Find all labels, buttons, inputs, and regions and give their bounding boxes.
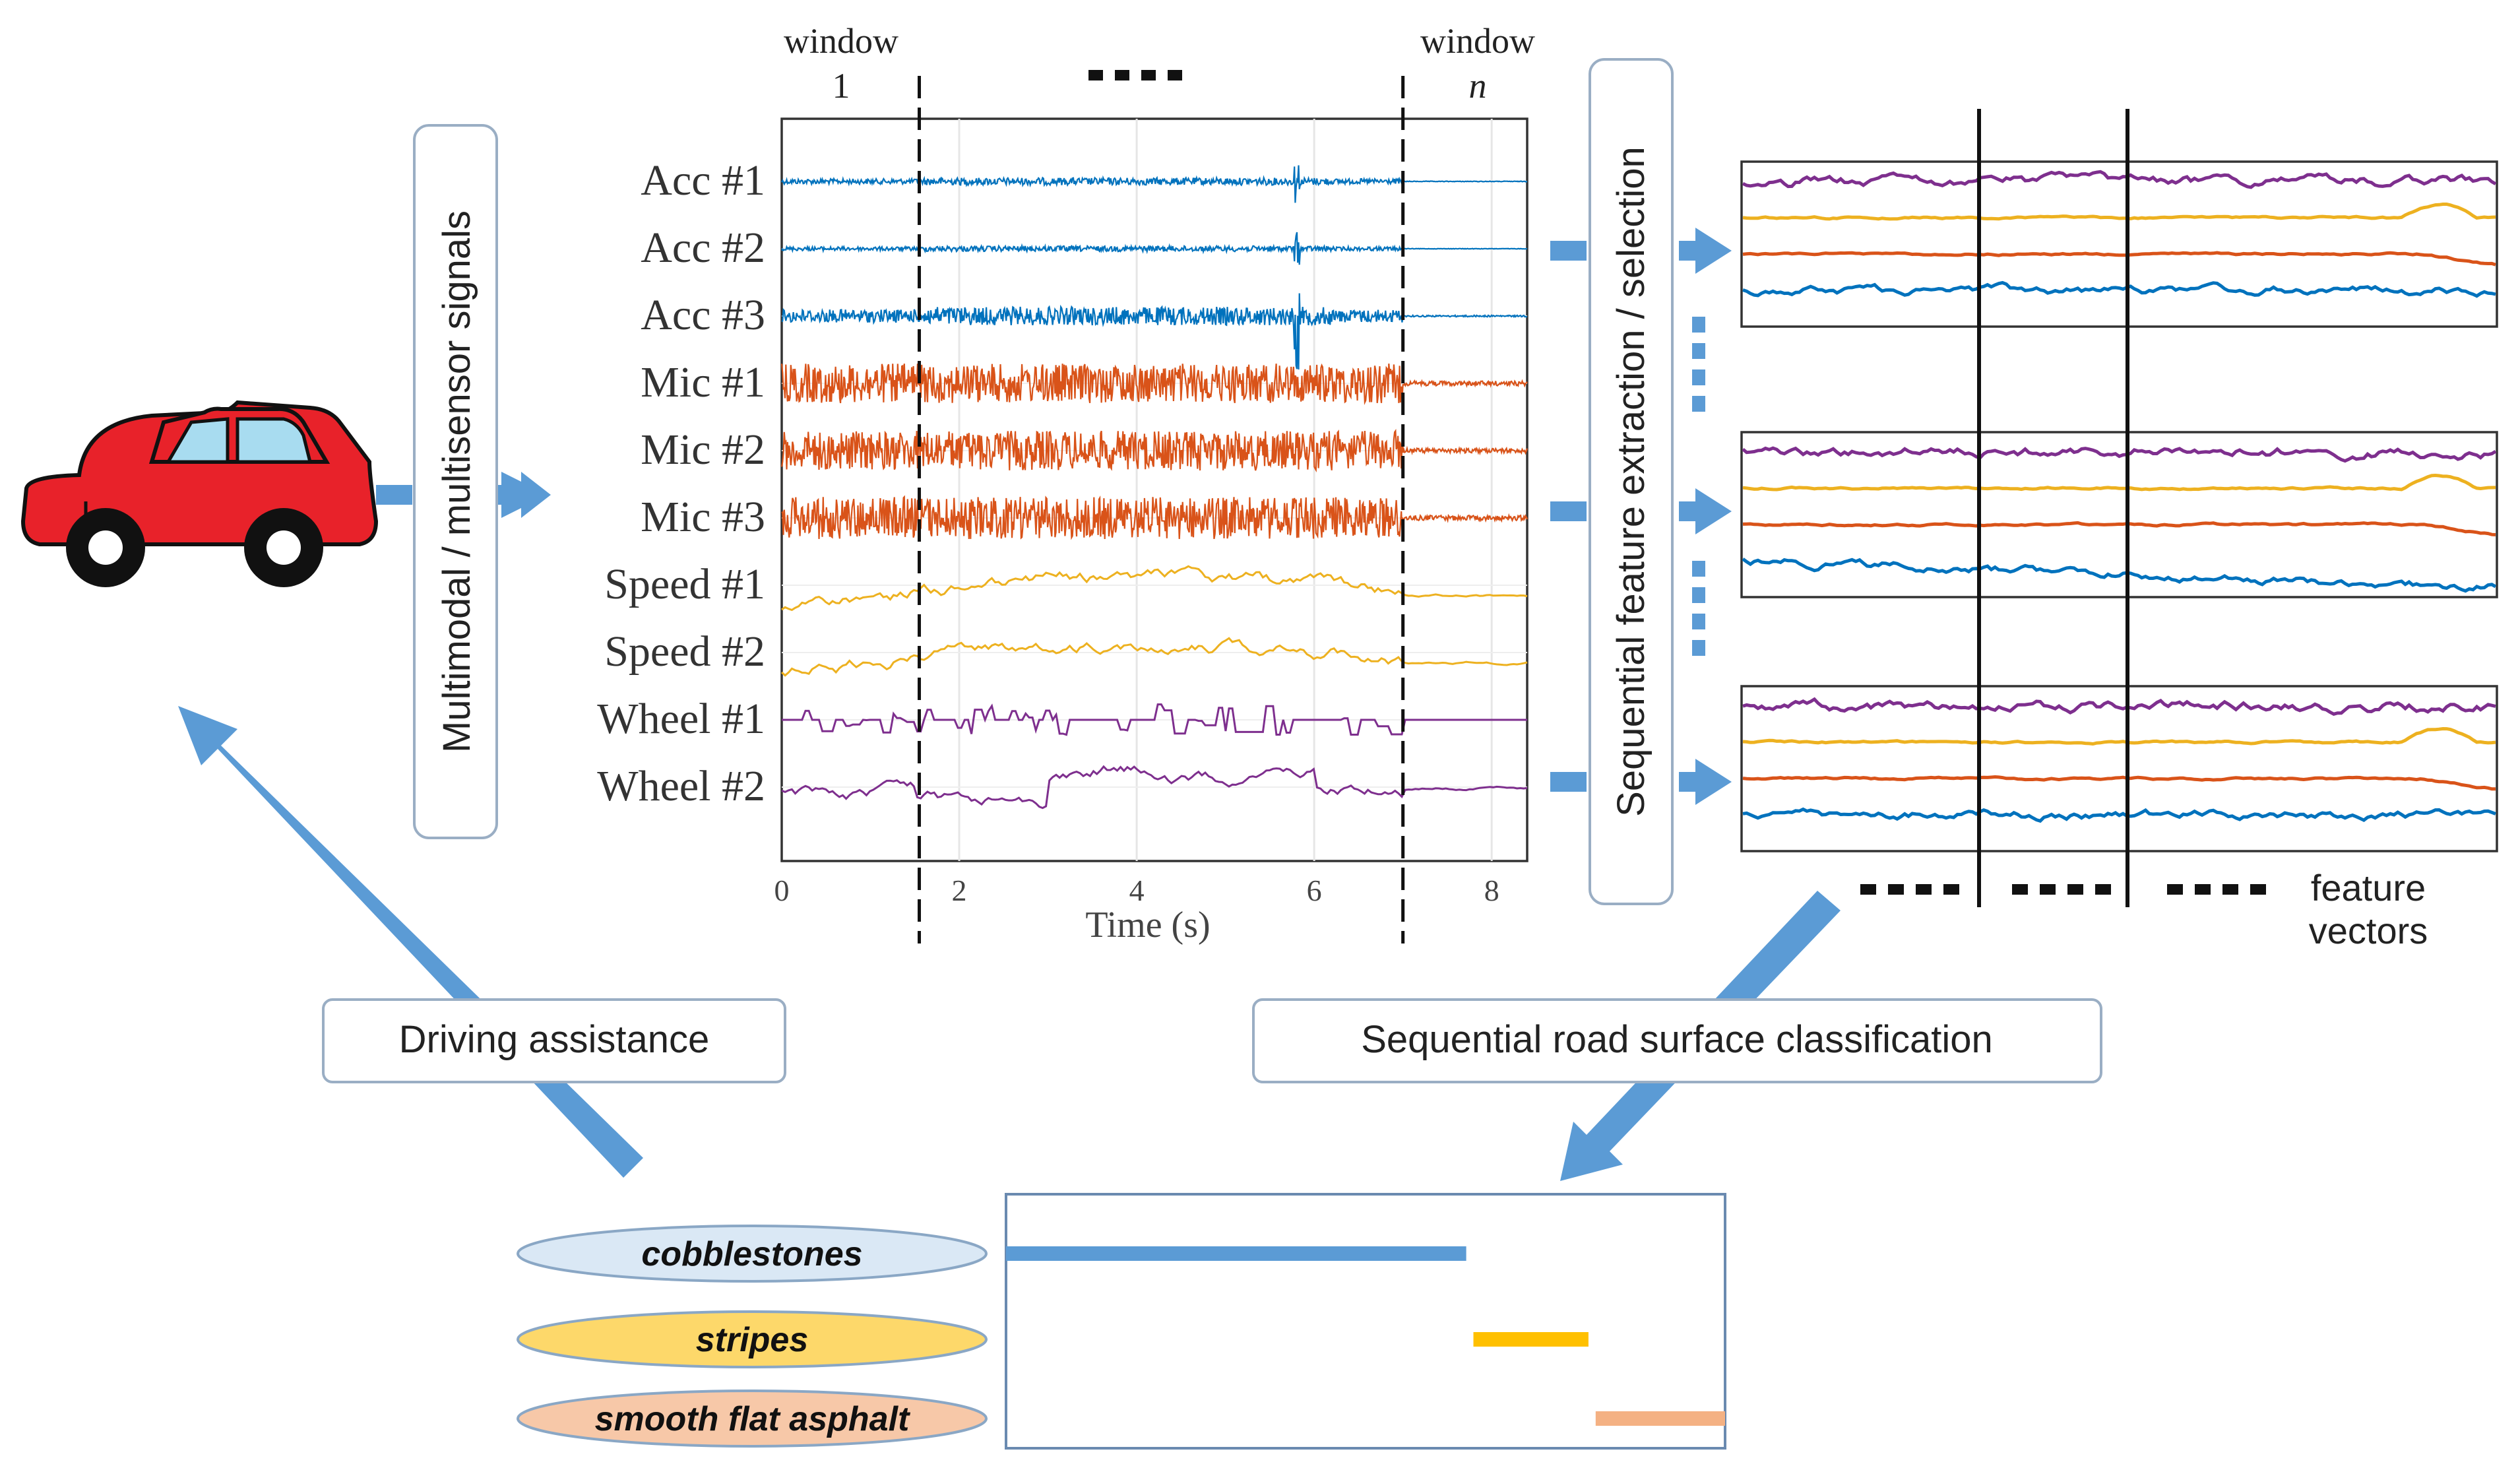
arrow-stub-1 xyxy=(1550,241,1587,261)
arrow-into-plot xyxy=(501,472,551,518)
channel-label: Acc #2 xyxy=(641,224,765,272)
window-last-index: n xyxy=(1469,66,1487,106)
feature-trace xyxy=(1742,251,2496,267)
window-ellipsis xyxy=(1088,70,1182,80)
arrow-feature-2 xyxy=(1679,488,1732,534)
arrow-car-stub xyxy=(376,485,412,505)
class-bar xyxy=(1595,1411,1725,1426)
feature-dashes xyxy=(1860,884,2266,895)
class-bar xyxy=(1006,1246,1466,1261)
feature-trace xyxy=(1742,558,2497,593)
channel-label: Mic #3 xyxy=(641,493,765,541)
arrow-to-car xyxy=(178,706,643,1178)
feature-trace xyxy=(1742,473,2496,492)
x-tick-label: 8 xyxy=(1484,874,1499,907)
class-label: stripes xyxy=(696,1321,809,1359)
class-ellipse xyxy=(517,1390,988,1448)
feature-vectors-label-2: vectors xyxy=(2309,910,2428,951)
arrow-stub-3 xyxy=(1550,772,1587,792)
classification-box xyxy=(1252,998,2102,1083)
feature-vectors-label-1: feature xyxy=(2311,867,2426,909)
arrow-stub-2 xyxy=(1550,501,1587,521)
channel-label: Acc #1 xyxy=(641,156,765,205)
signal-trace xyxy=(781,495,1528,540)
channel-label: Wheel #2 xyxy=(597,762,765,810)
feature-trace xyxy=(1742,807,2496,823)
feature-extraction-box xyxy=(1589,58,1674,905)
classification-label: Sequential road surface classification xyxy=(1361,1018,1993,1061)
classification-timeline-frame xyxy=(1005,1193,1726,1450)
class-ellipse xyxy=(517,1225,988,1283)
window-last-label: window xyxy=(1420,21,1535,61)
window-boundaries xyxy=(918,76,1405,943)
feature-trace xyxy=(1742,170,2497,189)
driving-assistance-box xyxy=(322,998,786,1083)
feature-trace xyxy=(1742,446,2497,463)
feature-trace xyxy=(1742,775,2496,791)
signal-trace xyxy=(780,428,1528,472)
feature-plot-1 xyxy=(1740,160,2498,328)
arrow-feature-3 xyxy=(1679,759,1732,805)
feature-plots: feature vectors xyxy=(1740,109,2498,951)
signal-plot: Acc #1 Acc #2 Acc #3 Mic #1 Mic #2 Mic #3 Spee… xyxy=(597,21,1535,945)
feature-trace xyxy=(1742,726,2496,746)
feature-traces xyxy=(1742,170,2497,823)
driving-assistance-label: Driving assistance xyxy=(399,1018,710,1061)
channel-label: Speed #2 xyxy=(604,627,765,676)
signal-trace xyxy=(780,363,1528,405)
multisensor-label: Multimodal / multisensor signals xyxy=(435,210,478,753)
multisensor-box xyxy=(413,124,498,839)
signal-x-ticks: 0 2 4 6 8 xyxy=(774,874,1499,907)
x-tick-label: 6 xyxy=(1307,874,1322,907)
x-tick-label: 0 xyxy=(774,874,790,907)
signal-channel-labels: Acc #1 Acc #2 Acc #3 Mic #1 Mic #2 Mic #3 Spee… xyxy=(597,156,765,810)
feature-extraction-label: Sequential feature extraction / selectio… xyxy=(1610,146,1653,817)
window-first-label: window xyxy=(784,21,898,61)
channel-label: Speed #1 xyxy=(604,560,765,608)
car-icon xyxy=(20,400,379,587)
feature-trace xyxy=(1742,203,2496,221)
arrow-feature-1 xyxy=(1679,228,1732,274)
signal-plot-frame xyxy=(780,117,1528,862)
window-first-index: 1 xyxy=(833,66,850,106)
x-tick-label: 4 xyxy=(1129,874,1145,907)
channel-label: Acc #3 xyxy=(641,291,765,339)
class-label: cobblestones xyxy=(641,1235,862,1273)
class-ellipse xyxy=(517,1310,988,1368)
feature-trace xyxy=(1742,697,2496,716)
classification-timeline-bars xyxy=(1006,1246,1725,1426)
channel-label: Mic #2 xyxy=(641,426,765,474)
feature-trace xyxy=(1742,280,2496,298)
channel-label: Mic #1 xyxy=(641,358,765,406)
channel-label: Wheel #1 xyxy=(597,695,765,743)
feature-trace xyxy=(1742,521,2496,536)
signal-xlabel: Time (s) xyxy=(1085,905,1210,945)
x-tick-label: 2 xyxy=(952,874,967,907)
class-legend: cobblestones stripes smooth flat asphalt xyxy=(517,1225,988,1448)
feature-dotted-indicators xyxy=(1692,317,1705,666)
feature-plot-2 xyxy=(1740,431,2498,598)
class-bar xyxy=(1473,1332,1589,1347)
feature-plot-3 xyxy=(1740,685,2498,852)
class-label: smooth flat asphalt xyxy=(595,1400,911,1438)
